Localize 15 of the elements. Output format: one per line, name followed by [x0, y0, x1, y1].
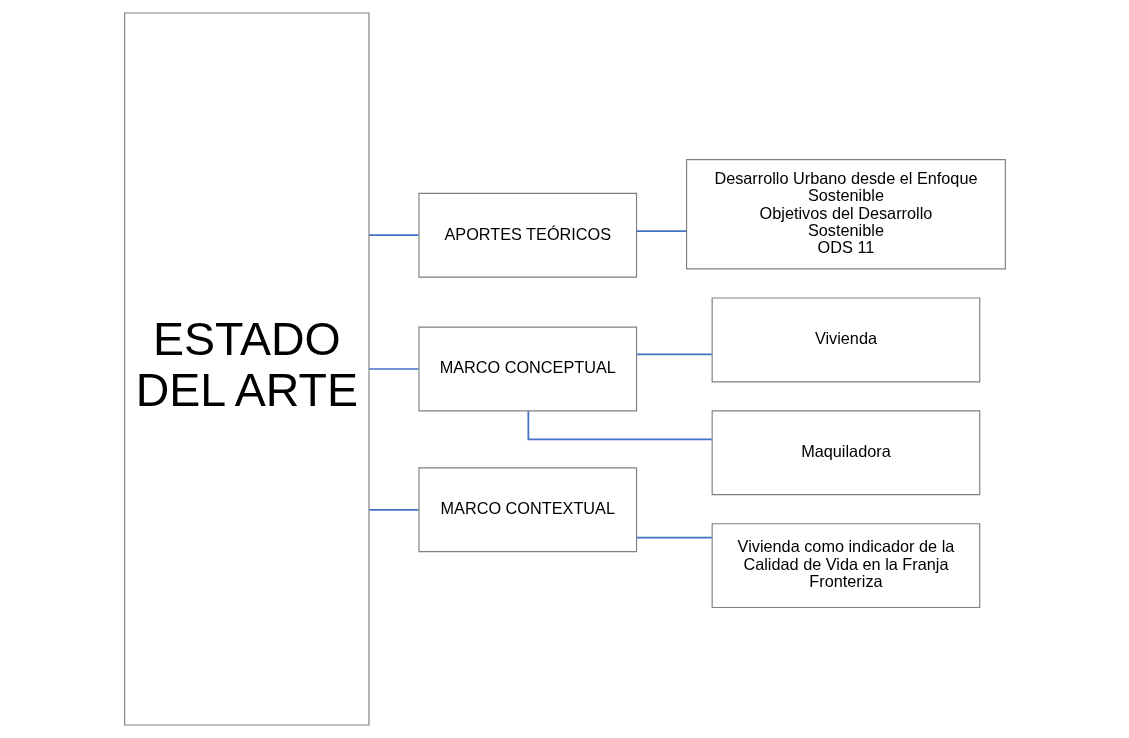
node-box: APORTES TEÓRICOS [417, 192, 637, 278]
node-box: Desarrollo Urbano desde el Enfoque Sostenible Objetivos del Desarrollo Sostenible ODS 11 [685, 159, 1006, 270]
connector [635, 230, 687, 232]
node-box: MARCO CONCEPTUAL [417, 326, 637, 412]
node-box: ESTADO DEL ARTE [123, 12, 370, 726]
connector [635, 536, 713, 539]
node-box: MARCO CONTEXTUAL [417, 467, 637, 553]
node-box: Vivienda como indicador de la Calidad de Vida en la Franja Fronteriza [711, 523, 980, 609]
node-box: Vivienda [711, 297, 980, 383]
connector [367, 368, 419, 370]
connector [367, 234, 419, 237]
connector [635, 353, 713, 356]
node-box: Maquiladora [711, 410, 980, 496]
connector [526, 410, 713, 441]
connector [367, 508, 419, 511]
